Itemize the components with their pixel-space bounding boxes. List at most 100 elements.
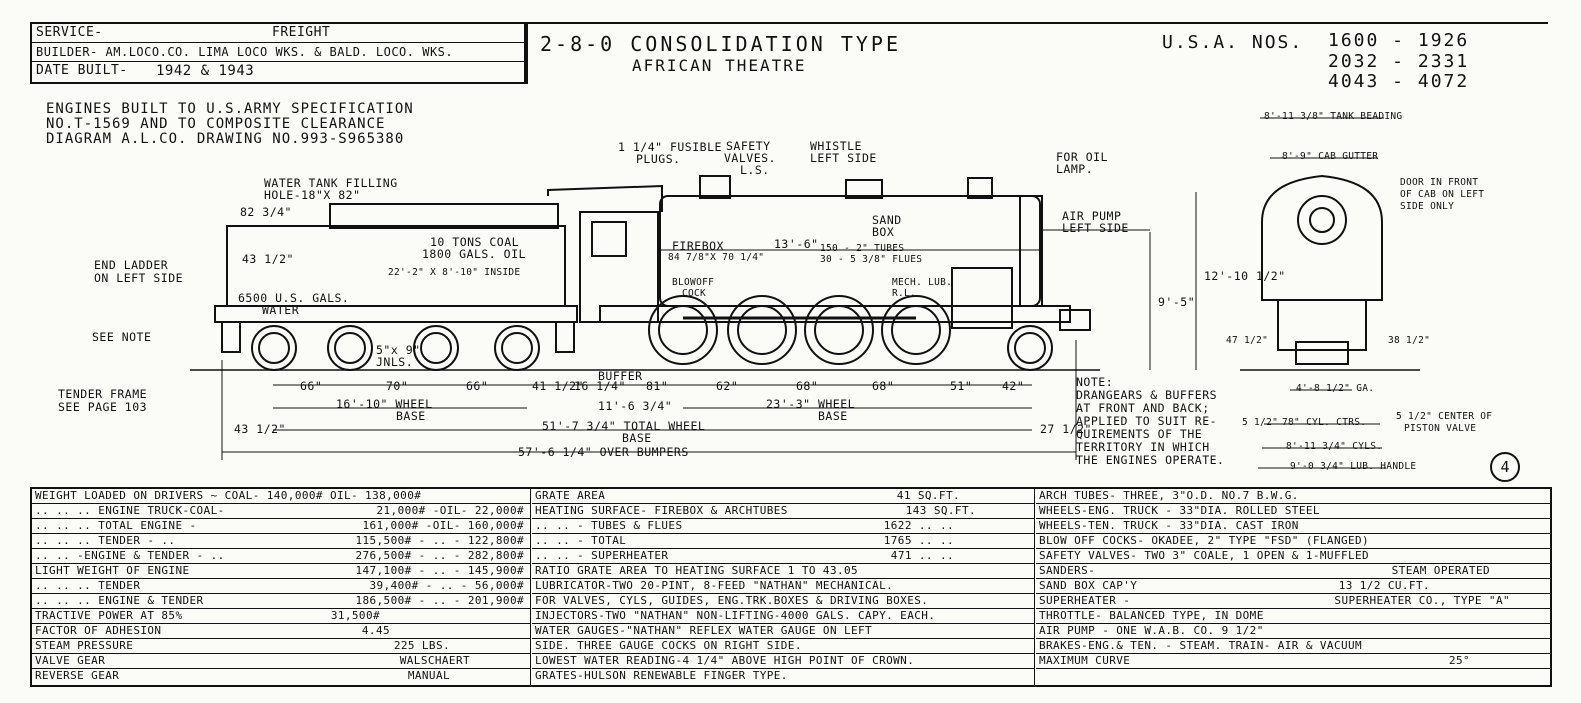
door-label-3: SIDE ONLY [1400, 201, 1455, 212]
cab-gutter-label: 8'-9" CAB GUTTER [1282, 151, 1379, 162]
table-row: LOWEST WATER READING-4 1/4" ABOVE HIGH P… [532, 654, 1034, 669]
drawing-title: 2-8-0 CONSOLIDATION TYPE [540, 32, 901, 56]
total-wb-2: BASE [622, 431, 652, 445]
note-line-2: DRANGEARS & BUFFERS [1076, 388, 1218, 402]
inside-label: 22'-2" X 8'-10" INSIDE [388, 267, 521, 278]
dim-engine-1: 81" [646, 379, 669, 393]
water-tank-label-1: WATER TANK FILLING [264, 176, 398, 190]
air-pump-label-1: AIR PUMP [1062, 209, 1122, 223]
note-line-1: NOTE: [1076, 375, 1114, 389]
table-row: TRACTIVE POWER AT 85%31,500# [32, 609, 530, 624]
table-row: LUBRICATOR-TWO 20-PINT, 8-FEED "NATHAN" … [532, 579, 1034, 594]
top-border [524, 22, 1548, 24]
date-label: DATE BUILT- [36, 63, 128, 78]
note-line-5: QUIREMENTS OF THE [1076, 427, 1203, 441]
table-row: WHEELS-ENG. TRUCK - 33"DIA. ROLLED STEEL [1036, 504, 1550, 519]
coal-label-1: 10 TONS COAL [430, 235, 520, 249]
table-row: SUPERHEATER -SUPERHEATER CO., TYPE "A" [1036, 594, 1550, 609]
engine-wb-1: 23'-3" WHEEL [766, 397, 856, 411]
date-row: DATE BUILT- 1942 & 1943 [32, 62, 526, 80]
safety-label-3: L.S. [740, 163, 770, 177]
table-row: WEIGHT LOADED ON DRIVERS ~ COAL- 140,000… [32, 489, 530, 504]
dim-82: 82 3/4" [240, 205, 292, 219]
usa-range-3: 4043 - 4072 [1328, 71, 1470, 92]
see-note-label: SEE NOTE [92, 330, 152, 344]
usa-range-1: 1600 - 1926 [1328, 30, 1470, 51]
table-row: .. .. .. ENGINE TRUCK-COAL-21,000# -OIL-… [32, 504, 530, 519]
usa-numbers-label: U.S.A. NOS. [1162, 32, 1304, 53]
dim-engine-3: 68" [796, 379, 819, 393]
firebox-label-1: FIREBOX [672, 239, 724, 253]
whistle-label-1: WHISTLE [810, 139, 862, 153]
blowoff-label-2: COCK [682, 288, 707, 299]
cyl-ctrs-label: 78" CYL. CTRS. [1282, 417, 1367, 428]
left-5-label: 5 1/2" [1242, 417, 1279, 428]
dim-43: 43 1/2" [234, 422, 286, 436]
end-ladder-label-1: END LADDER [94, 258, 169, 272]
dim-tender-1: 66" [300, 379, 323, 393]
dim-tender-2: 70" [386, 379, 409, 393]
water-label-2: WATER [262, 303, 300, 317]
table-divider-1 [530, 489, 531, 685]
dim-27: 27 1/2" [1040, 422, 1092, 436]
table-row: THROTTLE- BALANCED TYPE, IN DOME [1036, 609, 1550, 624]
journals-label-1: 5"x 9" [376, 343, 421, 357]
dim-13: 13'-6" [774, 237, 819, 251]
spec-note-3: DIAGRAM A.L.CO. DRAWING NO.993-S965380 [46, 131, 405, 147]
engine-wb-2: BASE [818, 409, 848, 423]
air-pump-label-2: LEFT SIDE [1062, 221, 1129, 235]
height-12: 12'-10 1/2" [1204, 269, 1286, 283]
engine-wb-short: 11'-6 3/4" [598, 399, 673, 413]
table-col-weights: WEIGHT LOADED ON DRIVERS ~ COAL- 140,000… [32, 489, 530, 685]
coal-label-2: 1800 GALS. OIL [422, 247, 526, 261]
journals-label-2: JNLS. [376, 355, 414, 369]
piston-label-1: 5 1/2" CENTER OF [1396, 411, 1493, 422]
dim-engine-5: 51" [950, 379, 973, 393]
h47-label: 47 1/2" [1226, 335, 1269, 346]
note-line-4: APPLIED TO SUIT RE- [1076, 414, 1218, 428]
oil-lamp-label-1: FOR OIL [1056, 150, 1108, 164]
table-row: GRATES-HULSON RENEWABLE FINGER TYPE. [535, 669, 788, 682]
dim-tender-3: 66" [466, 379, 489, 393]
table-row [1036, 669, 1550, 683]
total-wb-1: 51'-7 3/4" TOTAL WHEEL [542, 419, 706, 433]
h38-label: 38 1/2" [1388, 335, 1431, 346]
sand-box-label-2: BOX [872, 225, 895, 239]
dim-engine-2: 62" [716, 379, 739, 393]
usa-range-2: 2032 - 2331 [1328, 51, 1470, 72]
table-row: SIDE. THREE GAUGE COCKS ON RIGHT SIDE. [532, 639, 1034, 654]
dim-tender-5: 16 1/4" [574, 379, 626, 393]
table-row: INJECTORS-TWO "NATHAN" NON-LIFTING-4000 … [532, 609, 1034, 624]
service-row: SERVICE- FREIGHT [32, 24, 526, 43]
fusible-label-2: PLUGS. [636, 152, 681, 166]
tubes-label-2: 30 - 5 3/8" FLUES [820, 254, 923, 265]
door-label-2: OF CAB ON LEFT [1400, 189, 1485, 200]
dim-engine-4: 68" [872, 379, 895, 393]
title-block: SERVICE- FREIGHT BUILDER- AM.LOCO.CO. LI… [30, 22, 528, 84]
table-row: SANDERS-STEAM OPERATED [1036, 564, 1550, 579]
firebox-label-2: 84 7/8"X 70 1/4" [668, 252, 765, 263]
whistle-label-2: LEFT SIDE [810, 151, 877, 165]
service-value: FREIGHT [272, 25, 331, 40]
fusible-label-1: 1 1/4" FUSIBLE [618, 140, 722, 154]
table-row: ARCH TUBES- THREE, 3"O.D. NO.7 B.W.G. [1036, 489, 1550, 504]
dim-tender-4: 41 1/2" [532, 379, 584, 393]
piston-label-2: PISTON VALVE [1404, 423, 1477, 434]
spec-table: WEIGHT LOADED ON DRIVERS ~ COAL- 140,000… [30, 487, 1552, 687]
table-row: BRAKES-ENG.& TEN. - STEAM. TRAIN- AIR & … [1036, 639, 1550, 654]
water-tank-label-2: HOLE-18"X 82" [264, 188, 361, 202]
dim-engine-6: 42" [1002, 379, 1025, 393]
table-row: WATER GAUGES-"NATHAN" REFLEX WATER GAUGE… [532, 624, 1034, 639]
tender-frame-label-2: SEE PAGE 103 [58, 400, 148, 414]
builder-row: BUILDER- AM.LOCO.CO. LIMA LOCO WKS. & BA… [32, 43, 526, 62]
end-ladder-label-2: ON LEFT SIDE [94, 271, 184, 285]
table-row: .. .. -ENGINE & TENDER - ..276,500# - ..… [32, 549, 530, 564]
